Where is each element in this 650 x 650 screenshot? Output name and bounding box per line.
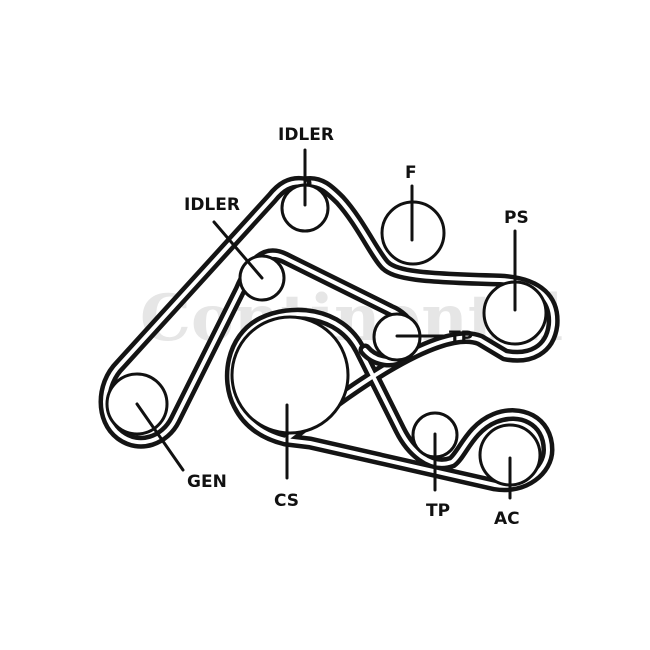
label-idler-left: IDLER xyxy=(184,195,240,215)
leader-idler-left xyxy=(212,220,264,280)
label-tensioner-lower: TP xyxy=(426,501,450,521)
label-fan: F xyxy=(405,163,417,183)
label-tensioner-upper: TP xyxy=(449,328,473,348)
label-idler-top: IDLER xyxy=(278,125,334,145)
label-air-conditioning: AC xyxy=(494,509,520,529)
crankshaft-pulley xyxy=(230,315,350,435)
label-power-steering: PS xyxy=(504,208,529,228)
label-crankshaft: CS xyxy=(274,491,299,511)
label-generator: GEN xyxy=(187,472,227,492)
leader-generator xyxy=(135,402,185,472)
